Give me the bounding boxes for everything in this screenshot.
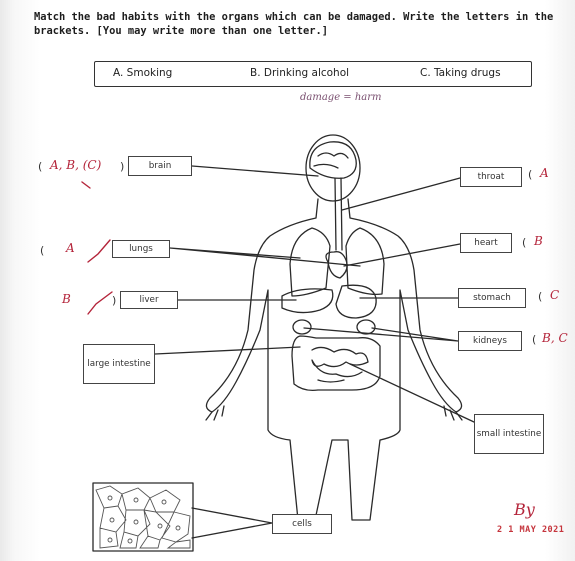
label-stomach: stomach [458,288,526,308]
cells-leader [192,508,272,538]
head-outline [306,135,360,201]
answer-throat: A [540,166,549,180]
small-intestine-leader [350,364,474,422]
brain-leader [192,166,318,176]
label-heart: heart [460,233,512,253]
right-hand-outline [444,406,462,420]
liver-outline [282,289,333,313]
bracket-stomach-open: ( [538,290,542,303]
date-stamp: 2 1 MAY 2021 [497,525,564,535]
stomach-outline [336,285,376,318]
label-kidneys: kidneys [458,331,522,351]
answer-stomach: C [550,288,559,302]
large-intestine-leader [155,347,300,354]
label-large-intestine: large intestine [83,344,155,384]
label-liver: liver [120,291,178,309]
right-kidney-outline [357,320,375,334]
answer-heart: B [534,234,543,248]
answer-brain: A, B, (C) [50,158,101,172]
label-small-intestine: small intestine [474,414,544,454]
cell-pattern [96,486,190,548]
throat-leader [342,178,460,210]
small-intestine-outline [312,347,368,382]
torso-outline [206,199,461,520]
bracket-brain-close: ) [120,160,124,173]
lungs-leader [170,248,360,266]
bracket-heart-open: ( [522,236,526,249]
lungs-outline [290,228,384,296]
answer-kidneys: B, C [542,331,568,345]
label-lungs: lungs [112,240,170,258]
brain-outline [310,142,356,178]
bracket-kidneys-open: ( [532,333,536,346]
answer-lungs: A [66,241,75,255]
label-throat: throat [460,167,522,187]
heart-leader [344,244,460,266]
throat-outline [335,178,342,250]
label-brain: brain [128,156,192,176]
bracket-throat-open: ( [528,168,532,181]
teacher-initials: By [514,500,535,519]
bracket-liver-close: ) [112,294,116,307]
bracket-brain-open: ( [38,160,42,173]
label-cells: cells [272,514,332,534]
left-hand-outline [206,406,224,420]
answer-liver: B [62,292,71,306]
bracket-lungs-open: ( [40,244,44,257]
teacher-ticks [82,182,112,314]
left-kidney-outline [293,320,311,334]
kidneys-leader [304,328,458,341]
